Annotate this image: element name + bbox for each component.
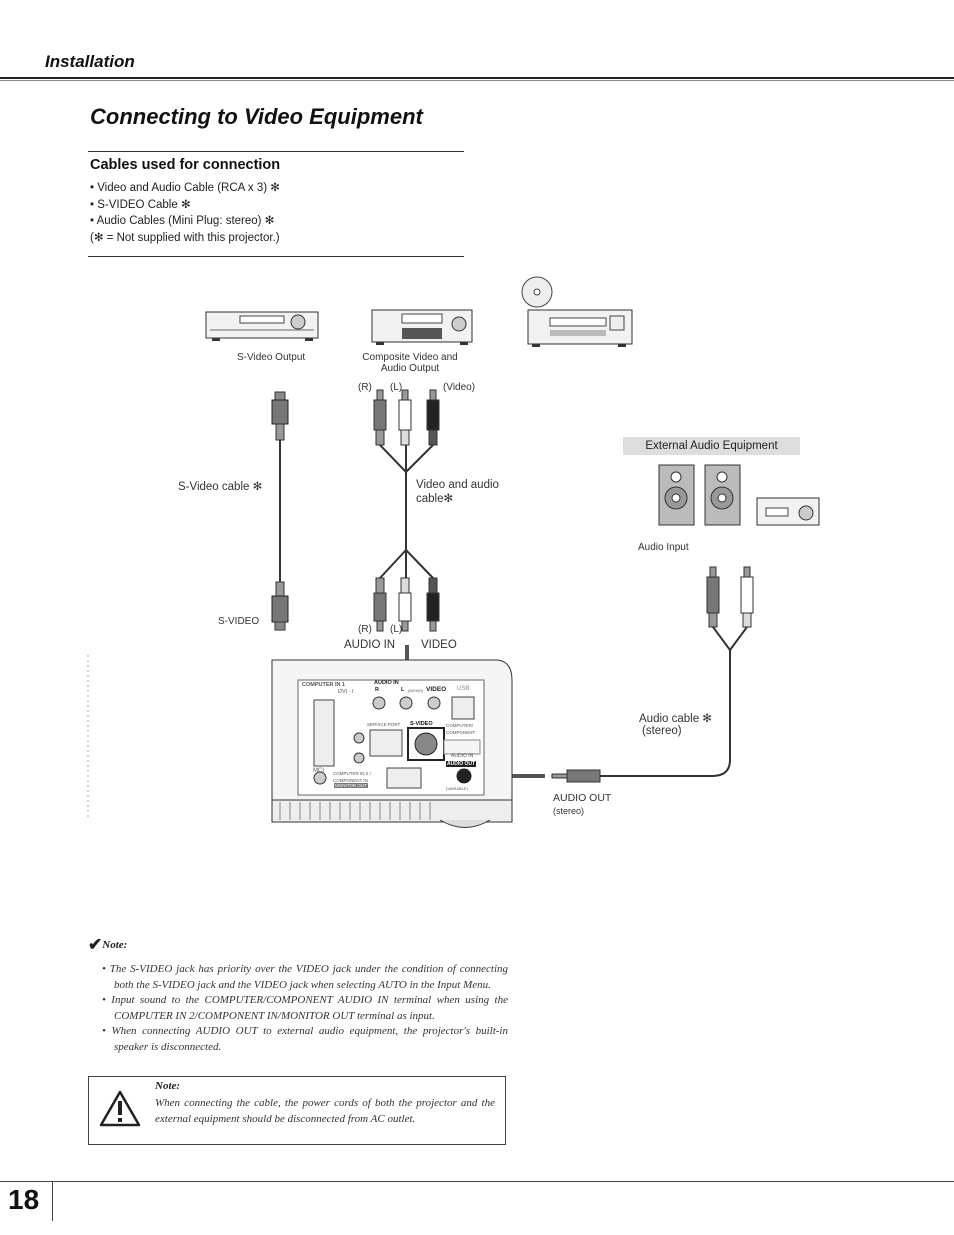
audio-cable-label: Audio cable ✻ (stereo) — [639, 713, 712, 737]
cable-note: (✻ = Not supplied with this projector.) — [90, 231, 280, 244]
speaker-icon — [704, 464, 741, 526]
speaker-icon — [658, 464, 695, 526]
warning-box — [88, 1076, 506, 1145]
panel-computer-component: COMPUTER/ COMPONENT — [446, 723, 476, 735]
section-header: Installation — [45, 52, 135, 71]
rca-cable — [373, 389, 440, 632]
panel-audio-in: AUDIO IN — [374, 680, 399, 686]
cable-item: • Audio Cables (Mini Plug: stereo) ✻ — [90, 215, 275, 227]
panel-service-port: SERVICE PORT — [367, 722, 401, 727]
note-heading: ✔Note: — [88, 935, 128, 954]
panel-dvi: DVI - I — [338, 689, 354, 695]
svideo-output-label: S-Video Output — [237, 352, 306, 363]
cables-heading: Cables used for connection — [90, 157, 281, 173]
panel-computer-in-1: COMPUTER IN 1 — [302, 682, 346, 688]
panel-audio-out: AUDIO OUT — [446, 761, 477, 767]
panel-mci: MCI — [313, 768, 324, 774]
amplifier-icon — [756, 497, 820, 526]
video-audio-cable-label: Video and audio cable✻ — [416, 479, 499, 505]
audio-in-label: AUDIO IN — [344, 639, 396, 651]
panel-monitor-out: MONITOR OUT — [334, 783, 368, 788]
panel-usb: USB — [457, 686, 470, 692]
dvd-player-icon — [521, 276, 633, 347]
panel-mono: (MONO) — [408, 688, 424, 693]
panel-r: R — [375, 687, 379, 693]
audio-out-label: AUDIO OUT (stereo) — [553, 792, 612, 816]
page-number: 18 — [8, 1184, 40, 1215]
warning-icon — [99, 1090, 141, 1127]
panel-computer-in-2: COMPUTER IN 2 / COMPONENT IN — [333, 771, 371, 783]
top-l-label: (L) — [390, 382, 403, 393]
cables-box-bottom-rule — [88, 256, 464, 257]
warning-title: Note: — [155, 1080, 181, 1092]
note-item: • When connecting AUDIO OUT to external … — [102, 1025, 508, 1053]
svideo-source-device-icon — [205, 311, 319, 341]
bottom-l-label: (L) — [390, 624, 403, 635]
composite-output-label: Composite Video and Audio Output — [362, 352, 458, 374]
header-rule-thin — [0, 80, 954, 81]
external-audio-label: External Audio Equipment — [623, 437, 800, 455]
cable-item: • Video and Audio Cable (RCA x 3) ✻ — [90, 182, 280, 194]
composite-source-device-icon — [371, 309, 473, 345]
panel-s-video: S-VIDEO — [410, 721, 433, 727]
notes-section: ✔Note: • The S-VIDEO jack has priority o… — [88, 935, 508, 1055]
note-item: • Input sound to the COMPUTER/COMPONENT … — [102, 994, 508, 1022]
audio-cable — [551, 566, 754, 783]
warning-text: When connecting the cable, the power cor… — [155, 1097, 495, 1125]
cables-list: • Video and Audio Cable (RCA x 3) ✻ • S-… — [90, 180, 280, 246]
panel-l: L — [401, 687, 405, 693]
audio-input-label: Audio Input — [638, 542, 689, 553]
top-r-label: (R) — [358, 382, 372, 393]
svideo-cable-label: S-Video cable ✻ — [178, 481, 263, 493]
svideo-jack-label: S-VIDEO — [218, 616, 260, 627]
check-icon: ✔ — [88, 935, 103, 954]
page-title: Connecting to Video Equipment — [90, 104, 423, 129]
cable-item: • S-VIDEO Cable ✻ — [90, 198, 191, 211]
panel-video: VIDEO — [426, 686, 447, 693]
bottom-r-label: (R) — [358, 624, 372, 635]
cables-box-top-rule — [88, 151, 464, 152]
footer-divider — [52, 1181, 53, 1221]
top-video-label: (Video) — [443, 382, 476, 393]
svideo-cable — [271, 391, 289, 631]
video-label: VIDEO — [421, 639, 457, 651]
panel-variable: (VARIABLE) — [446, 786, 468, 791]
note-item: • The S-VIDEO jack has priority over the… — [102, 963, 508, 991]
projector-rear-panel — [87, 655, 513, 828]
panel-audio-in-2: AUDIO IN — [451, 753, 474, 759]
header-rule — [0, 77, 954, 79]
footer-rule — [0, 1181, 954, 1182]
